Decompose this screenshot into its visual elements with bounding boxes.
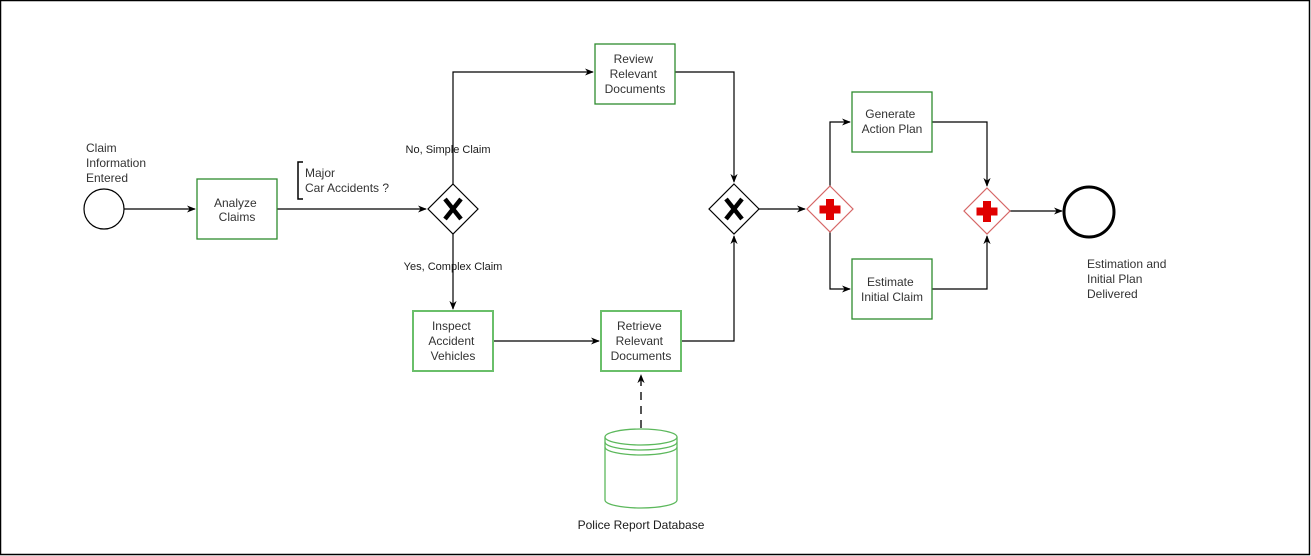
data-store-label: Police Report Database [578,518,705,532]
plus-icon [819,199,841,220]
flow-fork-to-estimate[interactable] [829,232,851,293]
end-event-label: Estimation and Initial Plan Delivered [1087,257,1170,301]
svg-text:Major Car Accidents ?: Major Car Accidents ? [305,166,389,195]
flow-retrieve-to-merge[interactable] [681,235,738,342]
flow-fork-to-generate[interactable] [829,118,851,186]
task-estimate-label: Estimate Initial Claim [861,275,923,304]
task-generate-action-plan[interactable]: Generate Action Plan [851,91,933,153]
data-store-police-report-database[interactable] [604,428,678,509]
flow-estimate-to-join[interactable] [932,235,991,290]
flow-generate-to-join[interactable] [932,121,991,187]
text-annotation: Major Car Accidents ? [297,161,389,200]
task-estimate-initial-claim[interactable]: Estimate Initial Claim [851,258,933,320]
task-retrieve-relevant-documents[interactable]: Retrieve Relevant Documents [600,310,682,372]
task-inspect-accident-vehicles[interactable]: Inspect Accident Vehicles [412,310,494,372]
flow-label-complex: Yes, Complex Claim [404,261,503,273]
parallel-gateway-fork[interactable] [806,185,854,233]
flow-review-to-merge[interactable] [675,71,738,183]
task-retrieve-label: Retrieve Relevant Documents [611,319,672,363]
sequence-flows [124,68,1063,345]
flow-label-simple: No, Simple Claim [406,144,491,156]
task-review-label: Review Relevant Documents [605,52,666,96]
end-event[interactable] [1062,185,1116,239]
start-event-label: Claim Information Entered [86,141,149,185]
task-analyze-claims-label: Analyze Claims [214,196,260,224]
task-inspect-label: Inspect Accident Vehicles [428,319,477,363]
start-event[interactable] [83,188,125,230]
exclusive-gateway-decision[interactable] [427,183,479,235]
task-generate-label: Generate Action Plan [862,107,923,136]
x-icon [443,197,463,221]
task-analyze-claims[interactable]: Analyze Claims [196,178,278,240]
x-icon [724,197,744,221]
parallel-gateway-join[interactable] [963,187,1011,235]
plus-icon [976,201,998,222]
flow-decision-to-review[interactable] [452,68,594,184]
exclusive-gateway-merge[interactable] [708,183,760,235]
task-review-relevant-documents[interactable]: Review Relevant Documents [594,43,676,105]
